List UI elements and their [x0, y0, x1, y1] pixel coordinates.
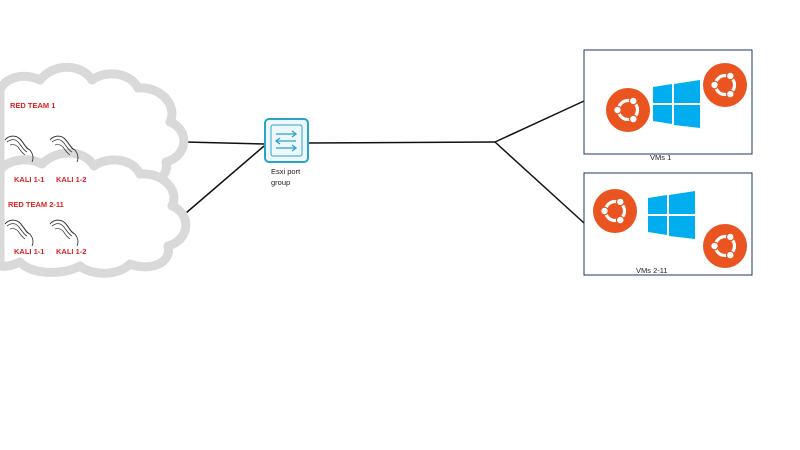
host-label-kali: KALI 1-1	[14, 247, 45, 256]
host-label-kali: KALI 1-2	[56, 247, 87, 256]
vm-group-label-1: VMs 1	[650, 153, 672, 162]
team-label-red-team-2-11: RED TEAM 2-11	[8, 200, 64, 209]
host-label-kali: KALI 1-1	[14, 175, 45, 184]
host-label-kali: KALI 1-2	[56, 175, 87, 184]
ubuntu-logo-icon	[701, 61, 749, 109]
ubuntu-logo-icon	[604, 86, 652, 134]
link-team2-switch	[185, 145, 265, 214]
switch-label-line2: group	[271, 178, 291, 187]
team-label-red-team-1: RED TEAM 1	[10, 101, 56, 110]
link-team1-switch	[184, 141, 265, 145]
link-to-vms2	[494, 141, 585, 224]
switch-label-line1: Esxi port	[271, 167, 301, 176]
cloud-red-team-2-11	[0, 148, 191, 278]
ubuntu-logo-icon	[701, 222, 749, 270]
vm-group-label-2: VMs 2-11	[636, 266, 668, 275]
link-to-vms1	[494, 100, 585, 143]
ubuntu-logo-icon	[591, 187, 639, 235]
network-switch-icon	[264, 118, 309, 163]
link-switch-router	[307, 141, 496, 144]
